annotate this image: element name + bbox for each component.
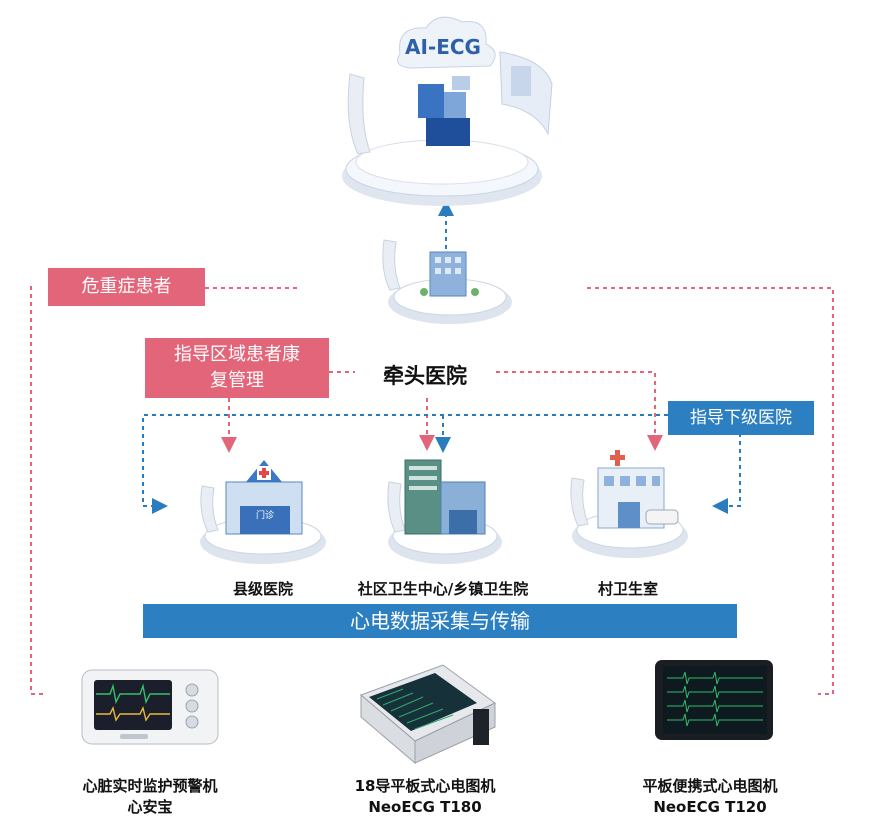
county-hospital-label: 县级医院 xyxy=(213,578,313,599)
regional-guidance-line1: 指导区域患者康 xyxy=(145,342,329,368)
critical-patients-tag: 危重症患者 xyxy=(48,268,205,306)
ecg-t180-device xyxy=(353,645,503,765)
building-sign: 门诊 xyxy=(256,509,274,521)
device-3-name: 平板便携式心电图机 xyxy=(610,776,810,797)
device-2-model: NeoECG T180 xyxy=(325,797,525,818)
regional-guidance-tag: 指导区域患者康 复管理 xyxy=(145,338,329,398)
device-3-label: 平板便携式心电图机 NeoECG T120 xyxy=(610,776,810,818)
device-1-label: 心脏实时监护预警机 心安宝 xyxy=(45,776,255,818)
ai-ecg-cloud-platform: AI-ECG xyxy=(330,14,555,214)
regional-guidance-line2: 复管理 xyxy=(145,368,329,394)
heart-monitor-device xyxy=(80,668,222,750)
device-2-label: 18导平板式心电图机 NeoECG T180 xyxy=(325,776,525,818)
guide-lower-tag: 指导下级医院 xyxy=(668,401,814,435)
device-2-name: 18导平板式心电图机 xyxy=(325,776,525,797)
community-center-icon xyxy=(385,452,505,570)
device-1-name: 心脏实时监护预警机 xyxy=(45,776,255,797)
lead-hospital-label: 牵头医院 xyxy=(360,360,490,390)
cloud-title: AI-ECG xyxy=(405,35,481,59)
community-center-label: 社区卫生中心/乡镇卫生院 xyxy=(333,578,553,599)
ecg-t120-device xyxy=(653,658,775,742)
device-1-model: 心安宝 xyxy=(45,797,255,818)
device-3-model: NeoECG T120 xyxy=(610,797,810,818)
data-transfer-banner: 心电数据采集与传输 xyxy=(143,604,737,638)
village-clinic-icon xyxy=(568,448,693,563)
lead-hospital-platform xyxy=(380,230,520,330)
county-hospital-icon: 门诊 xyxy=(196,452,331,570)
village-clinic-label: 村卫生室 xyxy=(578,578,678,599)
